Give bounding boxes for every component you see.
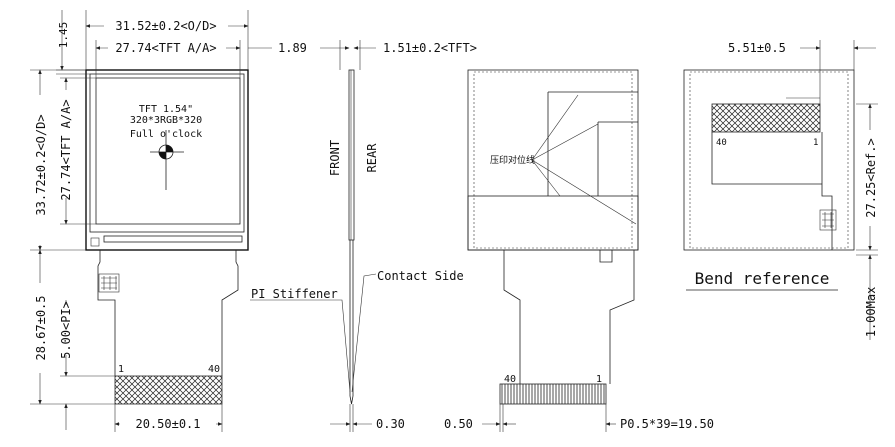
top-offset-dim: 1.45 xyxy=(57,22,70,49)
fpc-pads xyxy=(101,276,117,290)
tft-profile xyxy=(348,69,355,241)
back-fpc-outline xyxy=(503,250,635,384)
pi-stiffener-label: PI Stiffener xyxy=(251,287,338,301)
bend-reference-title: Bend reference xyxy=(695,269,830,288)
bend-pin-1: 1 xyxy=(813,138,818,148)
corner-marker xyxy=(90,237,100,247)
panel-size-label: TFT 1.54" xyxy=(139,104,193,115)
panel-resolution-label: 320*3RGB*320 xyxy=(130,115,202,126)
bend-max-dim: 1.00Max xyxy=(864,287,878,338)
front-view: TFT 1.54" 320*3RGB*320 Full o'clock 1 40 xyxy=(85,69,249,405)
front-label: FRONT xyxy=(328,140,342,176)
bend-pin-40: 40 xyxy=(716,138,727,148)
panel-orientation-label: Full o'clock xyxy=(130,129,202,140)
fpc-outline xyxy=(97,250,239,376)
back-lower-panel xyxy=(467,195,639,251)
back-view: 压印对位线 40 1 0.50 P0.5*39=19.50 xyxy=(444,69,714,432)
back-pin-1: 1 xyxy=(596,374,602,385)
bend-contact-area xyxy=(711,103,821,133)
pin-offset-dim: 0.50 xyxy=(444,417,473,431)
bend-view: 40 1 5.51±0.5 27.25<Ref.> 1.00Max Bend r… xyxy=(683,40,878,340)
fpc-width-dim: 20.50±0.1 xyxy=(135,417,200,431)
bezel-outline xyxy=(89,73,245,233)
alignment-line-label: 压印对位线 xyxy=(490,154,535,166)
center-mark-fill-a xyxy=(166,145,173,152)
module-outline xyxy=(85,69,249,251)
fpc-profile xyxy=(349,240,354,396)
fpc-length-dim: 28.67±0.5 xyxy=(34,295,48,360)
back-pin-array xyxy=(499,383,607,405)
fpc-pin-40: 40 xyxy=(208,364,220,375)
aa-height-dim: 27.74<TFT A/A> xyxy=(59,99,73,200)
fpc-pin-1: 1 xyxy=(118,364,124,375)
contact-side-label: Contact Side xyxy=(377,269,464,283)
fpc-pad-group xyxy=(98,273,120,293)
bend-outline xyxy=(683,69,855,251)
pi-length-dim: 5.00<PI> xyxy=(59,301,73,359)
bend-width-dim: 5.51±0.5 xyxy=(728,41,786,55)
stiffener-thickness-dim: 0.30 xyxy=(376,417,405,431)
side-view: 1.51±0.2<TFT> FRONT REAR Contact Side PI… xyxy=(250,40,477,432)
annotation-leaders xyxy=(531,94,637,225)
od-height-dim: 33.72±0.2<O/D> xyxy=(34,114,48,215)
back-pin-40: 40 xyxy=(504,374,516,385)
pin-pitch-dim: P0.5*39=19.50 xyxy=(620,417,714,431)
od-width-dim: 31.52±0.2<O/D> xyxy=(115,19,216,33)
aa-width-dim: 27.74<TFT A/A> xyxy=(115,41,216,55)
bend-pad-group xyxy=(819,209,837,231)
active-area xyxy=(95,77,241,225)
rear-label: REAR xyxy=(365,143,379,173)
center-mark-fill-b xyxy=(159,152,166,159)
right-offset-dim: 1.89 xyxy=(278,41,307,55)
bend-height-dim: 27.25<Ref.> xyxy=(864,138,878,217)
fpc-contact-area xyxy=(114,375,223,405)
ic-strip xyxy=(103,235,243,243)
front-view-dimensions: 31.52±0.2<O/D> 27.74<TFT A/A> 1.89 1.45 … xyxy=(30,10,307,432)
tft-thickness-dim: 1.51±0.2<TFT> xyxy=(383,41,477,55)
